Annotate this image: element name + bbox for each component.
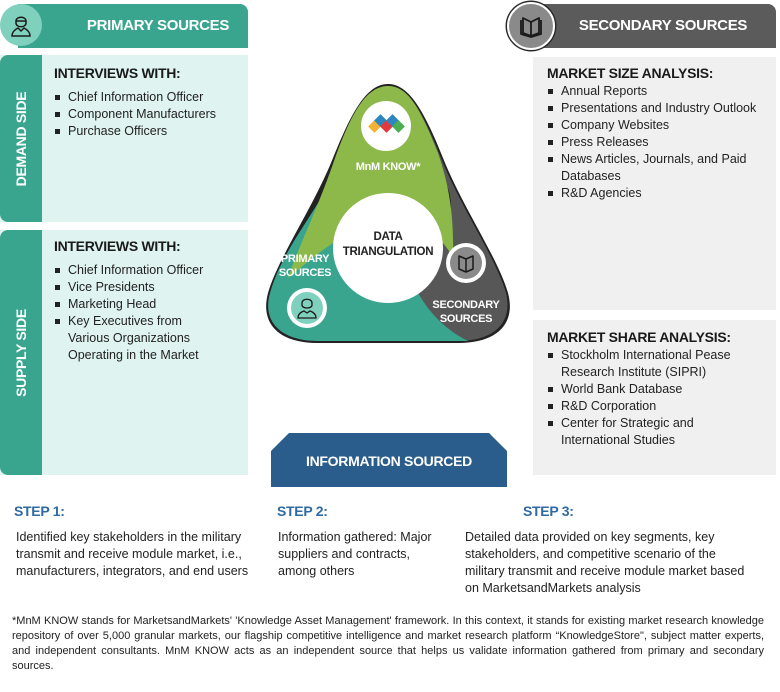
secondary-sources-title: SECONDARY SOURCES [578,17,748,34]
primary-sources-label-2: SOURCES [278,267,332,279]
secondary-sources-label-1: SECONDARY [432,299,500,311]
list-item: Chief Information Officer [54,89,244,106]
primary-sources-header: PRIMARY SOURCES [18,4,248,48]
list-item: Component Manufacturers [54,106,244,123]
list-item: Stockholm International Pease Research I… [547,347,757,381]
step-3-text: Detailed data provided on key segments, … [465,530,745,595]
step-1-text: Identified key stakeholders in the milit… [16,530,249,578]
list-item: Purchase Officers [54,123,244,140]
information-sourced-label: INFORMATION SOURCED [306,453,472,469]
demand-side-label: DEMAND SIDE [13,91,29,186]
list-item: News Articles, Journals, and Paid Databa… [547,151,762,185]
step-2-title: STEP 2: [277,503,328,519]
mnm-know-label: MnM KNOW* [355,161,421,173]
footnote: *MnM KNOW stands for MarketsandMarkets' … [12,615,764,672]
step-1-title: STEP 1: [14,503,65,519]
secondary-sources-label-2: SOURCES [439,313,493,325]
list-item: Presentations and Industry Outlook [547,100,772,117]
list-item: Center for Strategic and International S… [547,415,717,449]
market-size-heading: MARKET SIZE ANALYSIS: [547,65,714,81]
secondary-sources-header: SECONDARY SOURCES [528,4,776,48]
data-triangulation-diagram: MnM KNOW* PRIMARY SOURCES SECONDARY SOUR… [258,78,518,350]
secondary-icon-badge [507,2,555,50]
list-item: World Bank Database [547,381,772,398]
demand-heading: INTERVIEWS WITH: [54,65,181,81]
list-item: Key Executives from Various Organization… [54,313,204,364]
triangle-svg [266,84,510,343]
supply-side-box: SUPPLY SIDE INTERVIEWS WITH: Chief Infor… [0,230,248,475]
data-label: DATA [373,231,403,243]
market-share-list: Stockholm International Pease Research I… [547,347,772,449]
mnm-logo-icon [368,114,405,133]
demand-list: Chief Information Officer Component Manu… [54,89,244,140]
supply-list: Chief Information Officer Vice President… [54,262,244,364]
step-2-text: Information gathered: Major suppliers an… [278,530,432,578]
step-1: STEP 1: Identified key stakeholders in t… [14,503,264,580]
demand-side-tab: DEMAND SIDE [0,55,42,222]
list-item: Marketing Head [54,296,244,313]
demand-side-box: DEMAND SIDE INTERVIEWS WITH: Chief Infor… [0,55,248,222]
center-circle [333,193,443,303]
step-3-title: STEP 3: [523,503,574,519]
supply-side-label: SUPPLY SIDE [13,308,29,397]
book-icon [520,17,542,38]
primary-sources-label-1: PRIMARY [280,253,330,265]
list-item: Chief Information Officer [54,262,244,279]
list-item: Press Releases [547,134,772,151]
information-sourced-banner: INFORMATION SOURCED [271,433,507,487]
list-item: Vice Presidents [54,279,244,296]
triangulation-label: TRIANGULATION [342,246,434,258]
supply-heading: INTERVIEWS WITH: [54,238,181,254]
list-item: Company Websites [547,117,772,134]
primary-icon-badge [0,4,42,46]
market-size-box: MARKET SIZE ANALYSIS: Annual Reports Pre… [533,57,776,310]
person-icon [297,298,317,319]
person-icon [11,16,31,37]
primary-sources-title: PRIMARY SOURCES [86,17,230,34]
list-item: R&D Corporation [547,398,772,415]
banner-shape [271,433,507,487]
step-2: STEP 2: Information gathered: Major supp… [277,503,437,580]
green-segment [288,86,454,278]
market-size-list: Annual Reports Presentations and Industr… [547,83,772,202]
list-item: Annual Reports [547,83,772,100]
step-3: STEP 3: Detailed data provided on key se… [465,503,755,597]
market-share-heading: MARKET SHARE ANALYSIS: [547,329,731,345]
supply-side-tab: SUPPLY SIDE [0,230,42,475]
book-icon [458,255,474,273]
market-share-box: MARKET SHARE ANALYSIS: Stockholm Interna… [533,320,776,475]
list-item: R&D Agencies [547,185,772,202]
